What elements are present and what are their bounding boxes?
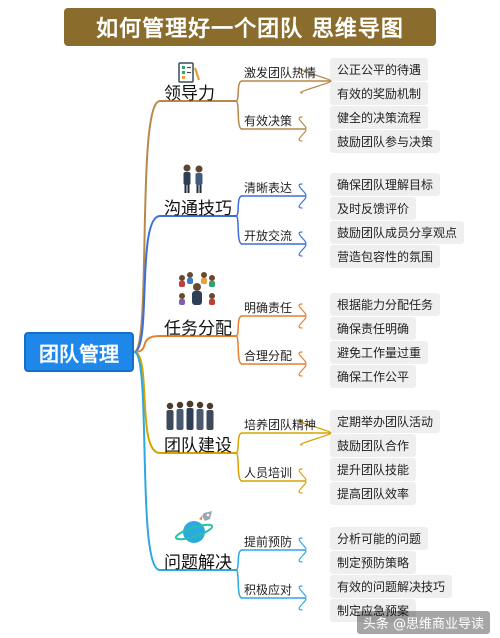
sub-node: 开放交流 — [244, 229, 293, 243]
sub-node: 激发团队热情 — [244, 66, 317, 80]
leaf-node: 避免工作量过重 — [330, 341, 429, 364]
connector — [133, 351, 161, 571]
connector — [235, 215, 243, 245]
sub-node: 明确责任 — [244, 301, 293, 315]
page-title: 如何管理好一个团队 思维导图 — [96, 17, 404, 42]
branch-team-building: 团队建设 — [164, 436, 232, 456]
leaf-node: 有效的问题解决技巧 — [330, 575, 453, 598]
sub-node: 提前预防 — [244, 535, 293, 549]
leaf-node: 制定预防策略 — [330, 551, 417, 574]
watermark: 头条 @思维商业导读 — [356, 611, 490, 634]
connector — [235, 452, 243, 482]
connector — [235, 549, 243, 571]
leaf-node: 及时反馈评价 — [330, 197, 417, 220]
branch-problem-solving: 问题解决 — [164, 553, 232, 573]
branch-task-assignment: 任务分配 — [164, 319, 232, 339]
connector — [298, 597, 307, 611]
connector — [235, 100, 243, 130]
connector — [235, 195, 243, 217]
sub-node: 清晰表达 — [244, 181, 293, 195]
connector — [298, 195, 307, 209]
team-leader-icon — [179, 272, 215, 305]
connector — [298, 116, 307, 130]
connector — [298, 231, 307, 245]
connector — [298, 351, 307, 365]
business-team-icon — [166, 400, 214, 430]
branch-leadership: 领导力 — [164, 84, 215, 104]
connector — [133, 100, 161, 353]
leaf-node: 确保工作公平 — [330, 365, 417, 388]
leaf-node: 分析可能的问题 — [330, 527, 429, 550]
root-label: 团队管理 — [39, 341, 119, 366]
sub-node: 合理分配 — [244, 349, 293, 363]
leaf-node: 有效的奖励机制 — [330, 82, 429, 105]
connector — [133, 215, 161, 353]
leaf-node: 鼓励团队参与决策 — [330, 130, 441, 153]
leaf-node: 提高团队效率 — [330, 482, 417, 505]
sub-node: 人员培训 — [244, 466, 293, 480]
leaf-node: 公正公平的待遇 — [330, 58, 429, 81]
connector — [133, 335, 161, 353]
connector — [235, 569, 243, 599]
connector — [298, 243, 307, 257]
leaf-node: 提升团队技能 — [330, 458, 417, 481]
connector — [298, 363, 307, 377]
leaf-node: 制定应急预案 — [330, 599, 417, 622]
two-people-talking-icon — [183, 164, 203, 193]
connector — [299, 432, 332, 446]
connector — [235, 432, 243, 454]
leaf-node: 根据能力分配任务 — [330, 293, 441, 316]
checklist-pen-icon — [178, 62, 201, 83]
sub-node: 培养团队精神 — [244, 418, 317, 432]
connector — [298, 303, 307, 317]
sub-node: 有效决策 — [244, 114, 293, 128]
leaf-node: 营造包容性的氛围 — [330, 245, 441, 268]
connector — [298, 315, 307, 329]
connector — [298, 585, 307, 599]
connector — [298, 537, 307, 551]
sub-node: 积极应对 — [244, 583, 293, 597]
connector — [298, 549, 307, 563]
title-banner: 如何管理好一个团队 思维导图 — [64, 8, 436, 46]
leaf-node: 确保团队理解目标 — [330, 173, 441, 196]
leaf-node: 鼓励团队合作 — [330, 434, 417, 457]
connector — [298, 183, 307, 197]
connector — [133, 351, 161, 454]
connector — [298, 128, 307, 142]
branch-communication: 沟通技巧 — [164, 199, 232, 219]
leaf-node: 确保责任明确 — [330, 317, 417, 340]
connector — [235, 80, 243, 102]
connector — [298, 480, 307, 494]
connector — [298, 468, 307, 482]
leaf-node: 鼓励团队成员分享观点 — [330, 221, 465, 244]
leaf-node: 健全的决策流程 — [330, 106, 429, 129]
connector — [235, 315, 243, 337]
planet-rocket-icon — [174, 511, 214, 543]
root-node: 团队管理 — [24, 332, 134, 372]
connector — [235, 335, 243, 365]
leaf-node: 定期举办团队活动 — [330, 410, 441, 433]
connector — [299, 80, 332, 94]
watermark-text: 头条 @思维商业导读 — [362, 617, 484, 632]
